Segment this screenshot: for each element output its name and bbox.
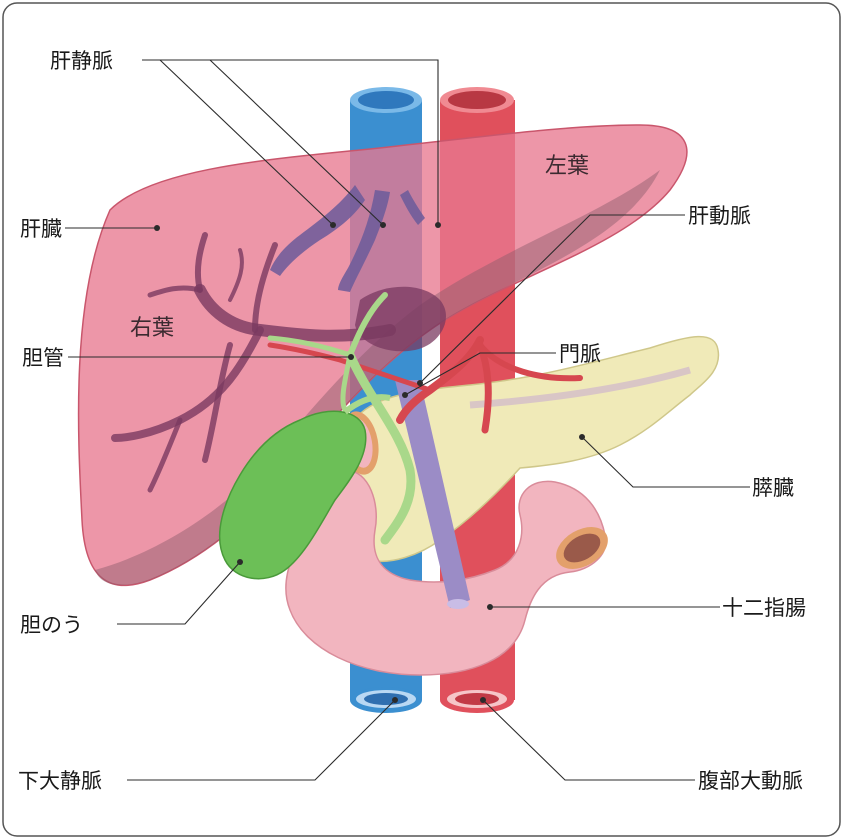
liver-label: 肝臓 [20,217,62,241]
bile-duct-label: 胆管 [22,346,64,370]
gallbladder-label: 胆のう [20,613,83,637]
hepatic-artery-label: 肝動脈 [688,204,751,228]
portal-vein-label: 門脈 [559,342,601,366]
duodenum-label: 十二指腸 [722,596,806,620]
abdominal-aorta-label: 腹部大動脈 [698,769,803,793]
right-lobe-label: 右葉 [130,316,174,341]
inferior-vena-cava-label: 下大静脈 [18,769,102,793]
pancreas-label: 膵臓 [752,476,794,500]
hepatic-vein-label: 肝静脈 [50,49,113,73]
left-lobe-label: 左葉 [545,154,589,179]
